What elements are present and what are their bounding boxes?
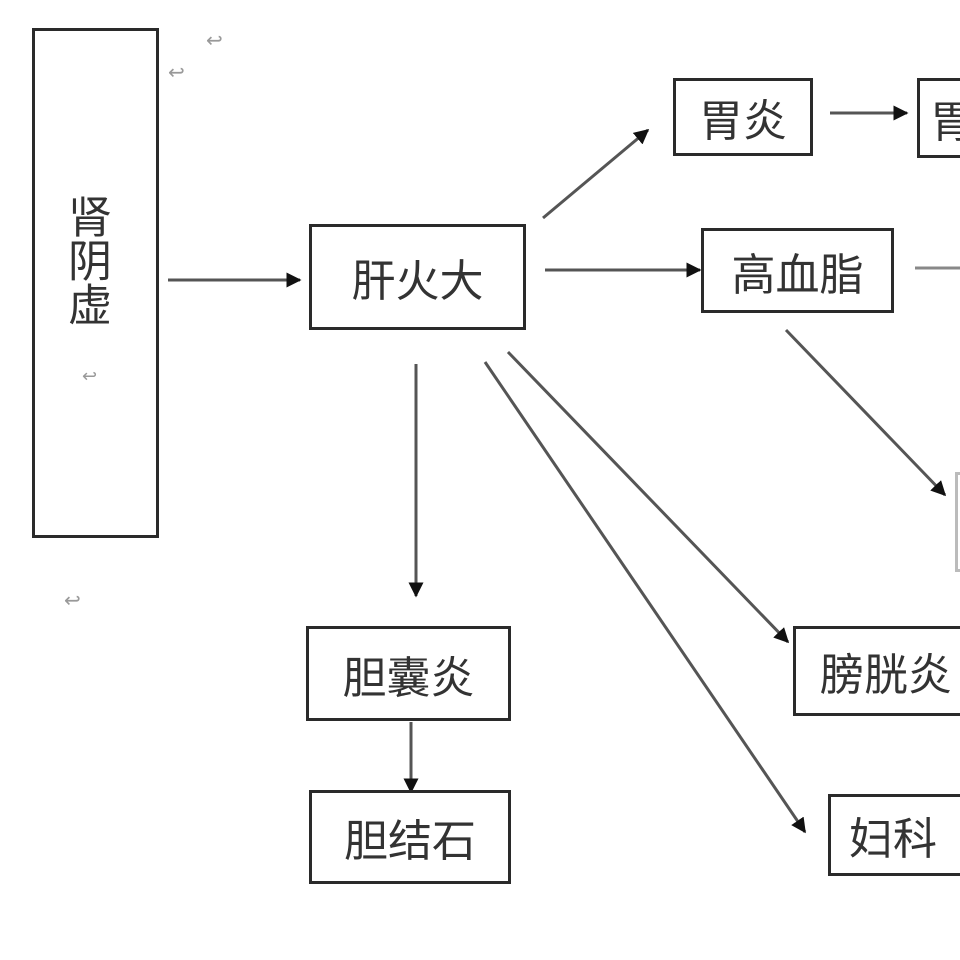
node-hyperlipidemia-label: 高血脂 xyxy=(731,249,864,301)
paragraph-mark-icon: ↩ xyxy=(206,28,223,52)
node-liver-fire: 肝火大 xyxy=(309,224,526,330)
node-gastric-cut-label: 胃 xyxy=(930,86,960,150)
node-liver-fire-label: 肝火大 xyxy=(351,256,484,307)
node-gastritis-label: 胃炎 xyxy=(699,96,787,147)
paragraph-mark-icon: ↩ xyxy=(168,60,185,84)
node-cholecystitis: 胆囊炎 xyxy=(306,626,511,721)
node-gastric-cut: 胃 xyxy=(917,78,960,158)
node-cystitis-cut-label: 膀胱炎 xyxy=(820,650,952,701)
node-gallstone-label: 胆结石 xyxy=(344,816,476,867)
edge-liver-to-cystitis xyxy=(506,350,790,644)
node-gallstone: 胆结石 xyxy=(309,790,511,884)
paragraph-mark-icon: ↩ xyxy=(64,588,81,612)
node-kidney-yin-deficiency xyxy=(32,28,159,538)
edge-liver-to-gynecology xyxy=(483,361,807,834)
node-kidney-yin-deficiency-label: 肾阴虚 xyxy=(60,194,111,326)
node-hyperlipidemia: 高血脂 xyxy=(701,228,894,313)
paragraph-mark-icon: ↩ xyxy=(82,366,98,387)
node-cut-right xyxy=(955,472,960,572)
node-cystitis-cut: 膀胱炎 xyxy=(793,626,960,716)
node-gastritis: 胃炎 xyxy=(673,78,813,156)
node-cholecystitis-label: 胆囊炎 xyxy=(342,652,475,704)
edge-liver-to-gastritis xyxy=(542,128,650,220)
edge-hyperlipidemia-to-lower-right xyxy=(784,328,947,497)
node-gynecology-cut: 妇科 xyxy=(828,794,960,876)
node-gynecology-cut-label: 妇科 xyxy=(849,814,937,865)
